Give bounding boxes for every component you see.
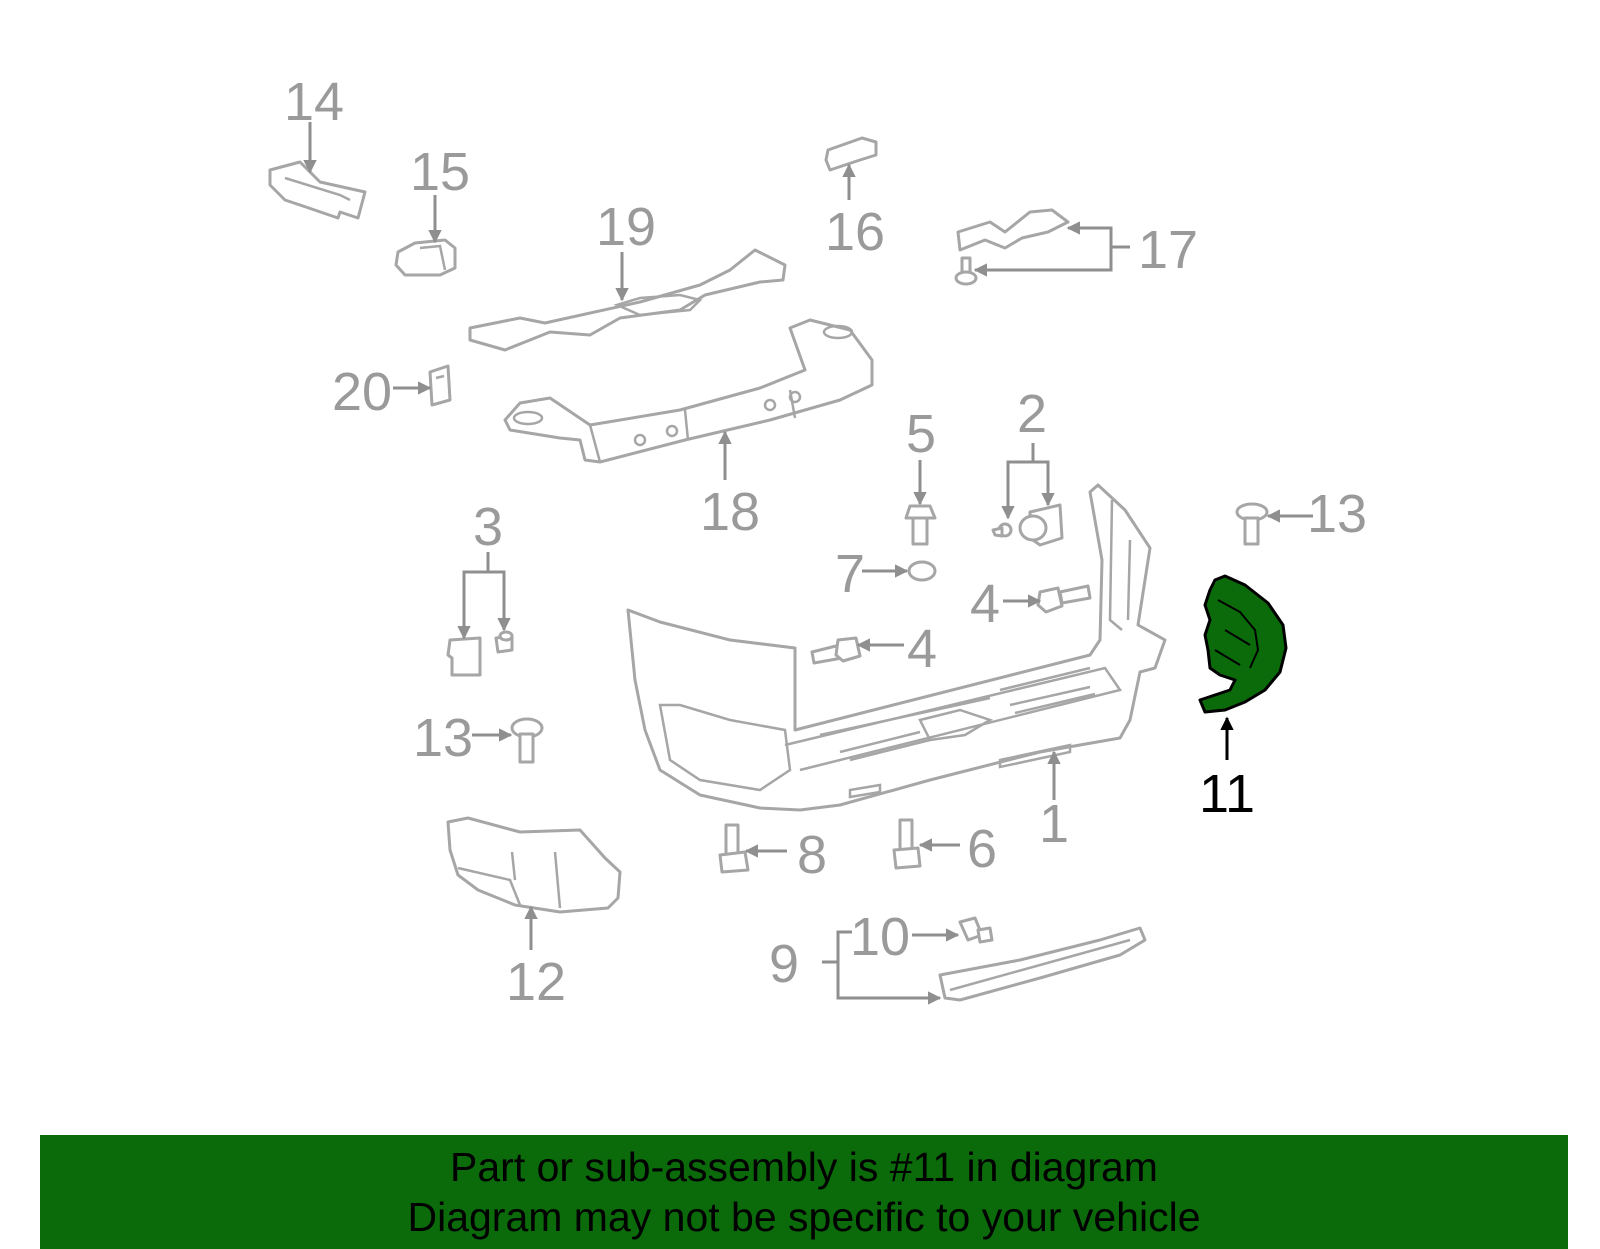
callout-6: 6 — [967, 819, 997, 879]
leader-2a — [1001, 443, 1035, 520]
callout-20: 20 — [332, 362, 392, 422]
part-10-clip — [958, 916, 994, 944]
part-8-bolt — [718, 823, 750, 874]
part-14-bracket — [268, 160, 367, 220]
callout-12: 12 — [506, 952, 566, 1012]
caption-banner: Part or sub-assembly is #11 in diagram D… — [40, 1135, 1568, 1249]
callout-13-left: 13 — [413, 708, 473, 768]
part-13-screw-left — [510, 717, 544, 764]
part-1-bumper-cover — [626, 483, 1167, 812]
callout-17: 17 — [1138, 220, 1198, 280]
part-5-bolt — [904, 504, 937, 546]
part-18-impact-bar — [503, 318, 874, 464]
caption-line-disclaimer: Diagram may not be specific to your vehi… — [407, 1194, 1201, 1240]
part-19-reinforcement — [468, 248, 787, 352]
part-7-ring — [907, 560, 937, 582]
part-16-bracket — [824, 136, 878, 172]
part-17-bracket — [954, 208, 1070, 286]
leader-9 — [836, 962, 942, 1005]
callout-8: 8 — [797, 825, 827, 885]
callout-3: 3 — [473, 497, 503, 557]
leader-9-bracket-top — [822, 930, 852, 964]
callout-7: 7 — [835, 544, 865, 604]
part-11-extension-highlighted — [1198, 574, 1288, 714]
callout-4-right: 4 — [970, 574, 1000, 634]
callout-2: 2 — [1017, 384, 1047, 444]
callout-10: 10 — [850, 907, 910, 967]
callout-16: 16 — [825, 202, 885, 262]
callout-11: 11 — [1199, 764, 1255, 824]
part-13-screw-right — [1235, 502, 1269, 546]
part-3-bracket — [446, 630, 514, 677]
leader-3a — [457, 552, 490, 640]
callout-labels: 14 15 19 16 17 20 18 5 2 13 7 4 4 3 13 1… — [284, 72, 1367, 1012]
leader-2b — [1033, 460, 1055, 507]
caption-line-part: Part or sub-assembly is #11 in diagram — [450, 1144, 1158, 1190]
callout-13-right: 13 — [1307, 484, 1367, 544]
part-6-bolt — [892, 818, 922, 870]
callout-19: 19 — [596, 197, 656, 257]
callout-5: 5 — [906, 404, 936, 464]
leader-17b — [973, 247, 1113, 277]
parts-diagram: 14 15 19 16 17 20 18 5 2 13 7 4 4 3 13 1… — [268, 72, 1367, 1012]
leader-3b — [488, 570, 511, 632]
part-4-bolt-left — [810, 636, 862, 665]
callout-9: 9 — [769, 934, 799, 994]
part-9-step-pad — [938, 926, 1147, 1002]
callout-1: 1 — [1039, 794, 1069, 854]
callout-18: 18 — [700, 482, 760, 542]
part-20-clip — [428, 364, 452, 407]
part-15-clip — [394, 238, 457, 277]
callout-14: 14 — [284, 72, 344, 132]
callout-4-left: 4 — [907, 619, 937, 679]
part-12-side-extension — [446, 816, 622, 914]
part-2-sensor — [991, 503, 1064, 547]
part-4-bolt-right — [1036, 584, 1092, 614]
callout-15: 15 — [410, 142, 470, 202]
leader-17a — [1066, 221, 1130, 249]
